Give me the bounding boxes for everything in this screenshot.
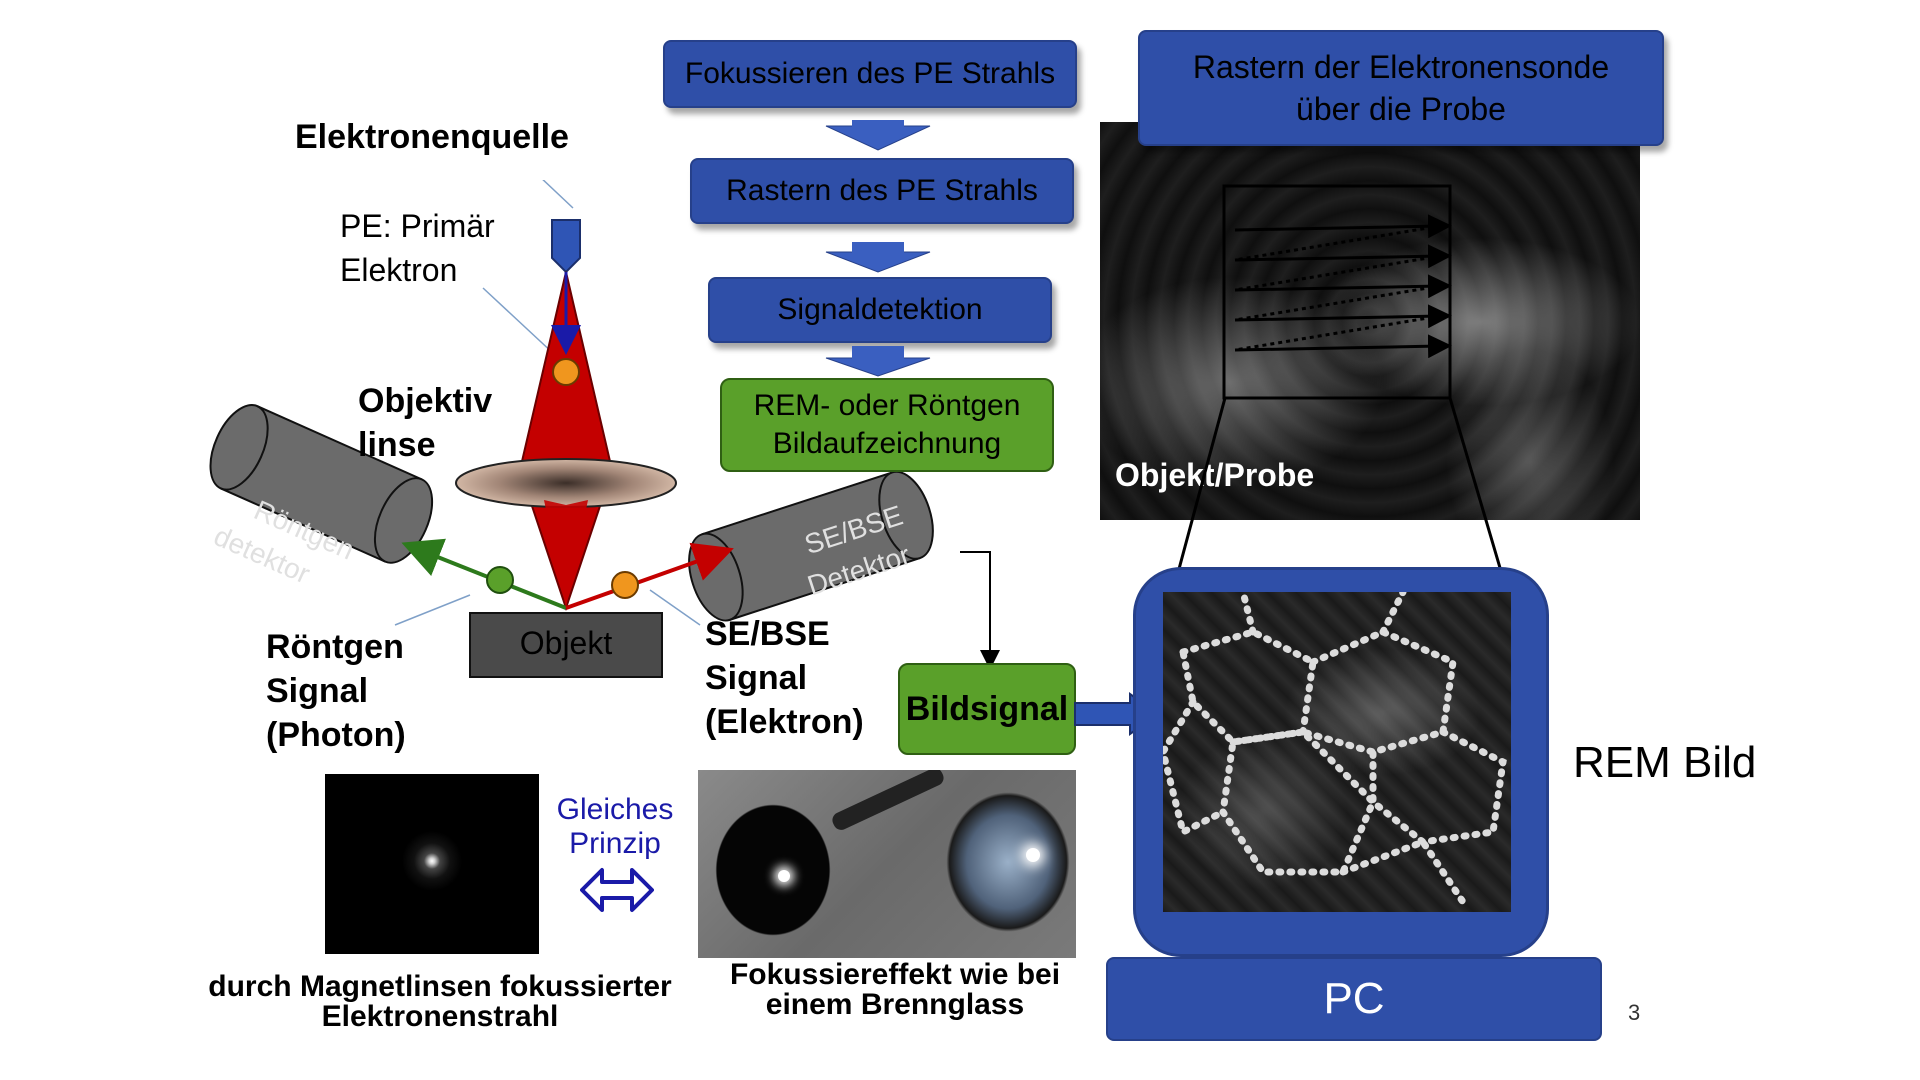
same-principle-label: Gleiches Prinzip (550, 793, 680, 861)
handle-shape (829, 770, 947, 833)
flow-step-detection: Signaldetektion (708, 277, 1052, 343)
source-pointer-line (542, 180, 574, 209)
flow-arrows (825, 120, 931, 377)
caption-right: Fokussiereffekt wie bei einem Brennglass (705, 960, 1085, 1020)
se-signal-label: SE/BSE Signal (Elektron) (705, 612, 864, 744)
objective-lens-label-line1: Objektiv (358, 382, 493, 420)
object-label: Objekt (519, 625, 613, 661)
electron-gun-icon (551, 219, 581, 274)
xray-signal-line3: (Photon) (266, 716, 406, 754)
double-arrow-icon (580, 868, 654, 912)
detector-to-image-signal-line (960, 551, 1000, 670)
sample-label: Objekt/Probe (1115, 457, 1315, 493)
burning-glass-photo (698, 770, 1076, 958)
raster-lines-overlay (1222, 184, 1452, 400)
rem-image-label: REM Bild (1573, 738, 1757, 787)
se-signal-line3: (Elektron) (705, 703, 864, 741)
flow-arrow-down-icon (825, 357, 931, 377)
glass-highlight (1026, 848, 1040, 862)
flow-step-focus: Fokussieren des PE Strahls (663, 40, 1077, 108)
se-signal-line1: SE/BSE (705, 615, 830, 653)
primary-electron-dot (552, 358, 580, 386)
pe-label-line1: PE: Primär (340, 208, 495, 244)
xray-signal-line1: Röntgen (266, 628, 404, 666)
page-number: 3 (1628, 1000, 1641, 1025)
pe-pointer-line (482, 287, 556, 356)
electron-source-label: Elektronenquelle (295, 118, 569, 156)
se-signal-line2: Signal (705, 659, 808, 697)
xray-detector (209, 404, 434, 564)
principle-line1: Gleiches (556, 793, 674, 826)
se-signal-arrow (565, 542, 734, 610)
raster-title-line2: über die Probe (1296, 91, 1506, 127)
focus-spot (778, 870, 790, 882)
focused-beam-photo (325, 774, 539, 954)
xray-signal-label: Röntgen Signal (Photon) (266, 625, 406, 757)
zoom-connector-lines (1170, 397, 1510, 596)
flow-step-raster: Rastern des PE Strahls (690, 158, 1074, 224)
caption-left-line1: durch Magnetlinsen fokussierter (208, 970, 672, 1003)
secondary-electron-dot (611, 571, 639, 599)
rem-cell-pattern (1163, 592, 1507, 906)
caption-right-line1: Fokussiereffekt wie bei (729, 958, 1061, 991)
rem-image (1163, 592, 1511, 912)
objective-lens (455, 458, 677, 508)
objective-lens-label-line2: linse (358, 426, 436, 464)
sample-sem-photo (1100, 122, 1640, 520)
caption-left-line2: Elektronenstrahl (321, 1000, 559, 1033)
pc-box: PC (1106, 957, 1602, 1041)
caption-right-line2: einem Brennglass (765, 988, 1025, 1021)
recording-line1: REM- oder Röntgen (753, 389, 1021, 422)
flow-arrow-down-icon (825, 251, 931, 273)
xray-signal-line2: Signal (266, 672, 369, 710)
flow-arrow-down-icon (825, 125, 931, 151)
principle-line2: Prinzip (569, 827, 661, 860)
raster-title-line1: Rastern der Elektronensonde (1192, 49, 1610, 85)
photon-dot (486, 566, 514, 594)
pe-label-line2: Elektron (340, 252, 458, 288)
sem-schematic (209, 180, 1000, 678)
image-signal-box: Bildsignal (898, 663, 1076, 755)
recording-line2: Bildaufzeichnung (772, 427, 1002, 460)
caption-left: durch Magnetlinsen fokussierter Elektron… (185, 972, 695, 1032)
raster-title-box: Rastern der Elektronensonde über die Prob… (1138, 30, 1664, 146)
object-block (469, 612, 663, 678)
